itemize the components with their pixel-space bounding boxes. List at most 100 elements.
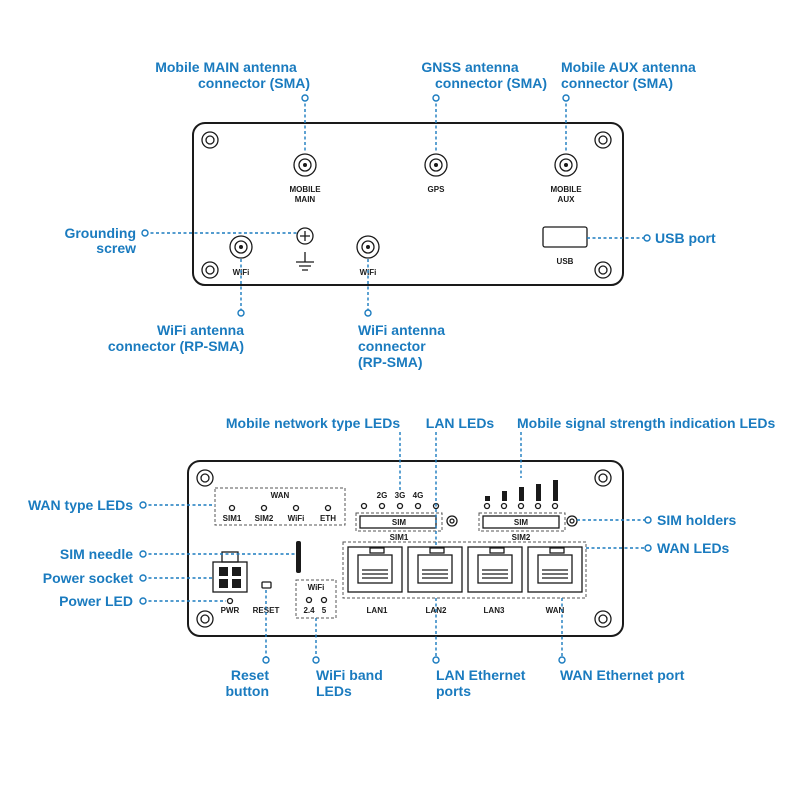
ports-box: [342, 541, 587, 599]
sim-needle-icon: [296, 541, 301, 573]
net-type-label: 3G: [395, 491, 406, 500]
lan2-port-icon: [407, 546, 463, 593]
wifi-connector-2-icon: [356, 235, 380, 259]
corner-screw-icon: [196, 610, 214, 628]
bottom-panel: WAN SIM1 SIM2 WiFi ETH 2G 3G 4G SIM SIM1: [187, 460, 624, 637]
pwr-label: PWR: [221, 606, 240, 615]
mobile-main-connector-icon: [293, 153, 317, 177]
wifi-5-led-icon: [320, 596, 328, 604]
lan-leds-callout: LAN LEDs: [426, 415, 495, 431]
reset-button-callout-2: button: [225, 683, 269, 699]
reset-label: RESET: [253, 606, 280, 615]
mobile-aux-callout-1: Mobile AUX antenna: [561, 59, 696, 75]
corner-screw-icon: [594, 469, 612, 487]
wan-type-led-box: [214, 487, 346, 526]
signal-led-icon: [483, 502, 491, 510]
lan1-port-icon: [347, 546, 403, 593]
led-icon: [360, 502, 368, 510]
wan-title: WAN: [271, 491, 290, 500]
mobile-aux-label-2: AUX: [558, 195, 576, 204]
wan-type-leds-callout: WAN type LEDs: [28, 497, 133, 513]
grounding-callout-2: screw: [96, 240, 136, 256]
corner-screw-icon: [594, 261, 612, 279]
signal-bar-4-icon: [536, 484, 541, 501]
reset-button-icon: [261, 581, 272, 589]
mobile-aux-connector-icon: [554, 153, 578, 177]
signal-bar-2-icon: [502, 491, 507, 501]
sim1-wan-led-icon: [228, 504, 236, 512]
corner-screw-icon: [201, 261, 219, 279]
pin-icon: [232, 567, 241, 576]
band-label: 5: [322, 606, 327, 615]
port-label: LAN1: [367, 606, 388, 615]
mobile-net-leds-callout: Mobile network type LEDs: [226, 415, 400, 431]
sim1-box: [355, 512, 443, 532]
band-label: 2.4: [303, 606, 315, 615]
reset-button-callout-1: Reset: [231, 667, 269, 683]
gps-label: GPS: [428, 185, 446, 194]
mobile-main-callout-1: Mobile MAIN antenna: [155, 59, 297, 75]
sim2-holder-icon: [482, 515, 560, 529]
pin-icon: [219, 579, 228, 588]
usb-callout: USB port: [655, 230, 716, 246]
lan-ports-callout-1: LAN Ethernet: [436, 667, 526, 683]
sim1-label: SIM1: [390, 533, 409, 542]
gps-connector-icon: [424, 153, 448, 177]
eth-wan-led-icon: [324, 504, 332, 512]
power-socket-callout: Power socket: [43, 570, 134, 586]
wan-type-label: SIM2: [255, 514, 274, 523]
net-type-label: 4G: [413, 491, 424, 500]
signal-led-icon: [517, 502, 525, 510]
sim1-slot-label: SIM: [392, 518, 407, 527]
signal-led-icon: [534, 502, 542, 510]
wan-port-icon: [527, 546, 583, 593]
mobile-main-label-1: MOBILE: [289, 185, 321, 194]
mobile-main-callout-2: connector (SMA): [198, 75, 310, 91]
ground-symbol-icon: [296, 252, 314, 271]
usb-label: USB: [557, 257, 574, 266]
wifi-left-callout-1: WiFi antenna: [157, 322, 244, 338]
pin-icon: [232, 579, 241, 588]
gnss-callout-2: connector (SMA): [435, 75, 547, 91]
4g-led-icon: [414, 502, 422, 510]
wifi-band-leds-callout-2: LEDs: [316, 683, 352, 699]
corner-screw-icon: [594, 131, 612, 149]
mobile-aux-callout-2: connector (SMA): [561, 75, 673, 91]
wifi-24-led-icon: [305, 596, 313, 604]
wifi-right-callout-3: (RP-SMA): [358, 354, 423, 370]
corner-screw-icon: [594, 610, 612, 628]
signal-leds-callout: Mobile signal strength indication LEDs: [517, 415, 775, 431]
sim2-box: [478, 512, 566, 532]
lan-ports-callout-2: ports: [436, 683, 471, 699]
mobile-aux-label-1: MOBILE: [550, 185, 582, 194]
mobile-main-label-2: MAIN: [295, 195, 316, 204]
wan-type-label: WiFi: [288, 514, 305, 523]
net-type-label: 2G: [377, 491, 388, 500]
lan3-port-icon: [467, 546, 523, 593]
corner-screw-icon: [196, 469, 214, 487]
wifi-band-leds-callout-1: WiFi band: [316, 667, 383, 683]
wan-port-callout: WAN Ethernet port: [560, 667, 685, 683]
power-led-callout: Power LED: [59, 593, 133, 609]
signal-led-icon: [551, 502, 559, 510]
wifi-wan-led-icon: [292, 504, 300, 512]
sim-holders-callout: SIM holders: [657, 512, 737, 528]
signal-bar-5-icon: [553, 480, 558, 501]
pin-icon: [219, 567, 228, 576]
signal-bar-3-icon: [519, 487, 524, 501]
bottom-leaders: [139, 432, 652, 664]
top-leaders: [141, 94, 651, 317]
signal-bar-1-icon: [485, 496, 490, 501]
sim2-slot-label: SIM: [514, 518, 529, 527]
top-panel-body: [192, 122, 624, 286]
corner-screw-icon: [201, 131, 219, 149]
gnss-callout-1: GNSS antenna: [421, 59, 518, 75]
wan-type-label: ETH: [320, 514, 336, 523]
top-panel: MOBILE MAIN GPS MOBILE AUX WiFi WiFi USB: [192, 122, 624, 286]
sim2-label: SIM2: [512, 533, 531, 542]
wan-leds-callout: WAN LEDs: [657, 540, 730, 556]
2g-led-icon: [378, 502, 386, 510]
grounding-callout-1: Grounding: [64, 225, 136, 241]
power-socket-icon: [212, 561, 248, 593]
